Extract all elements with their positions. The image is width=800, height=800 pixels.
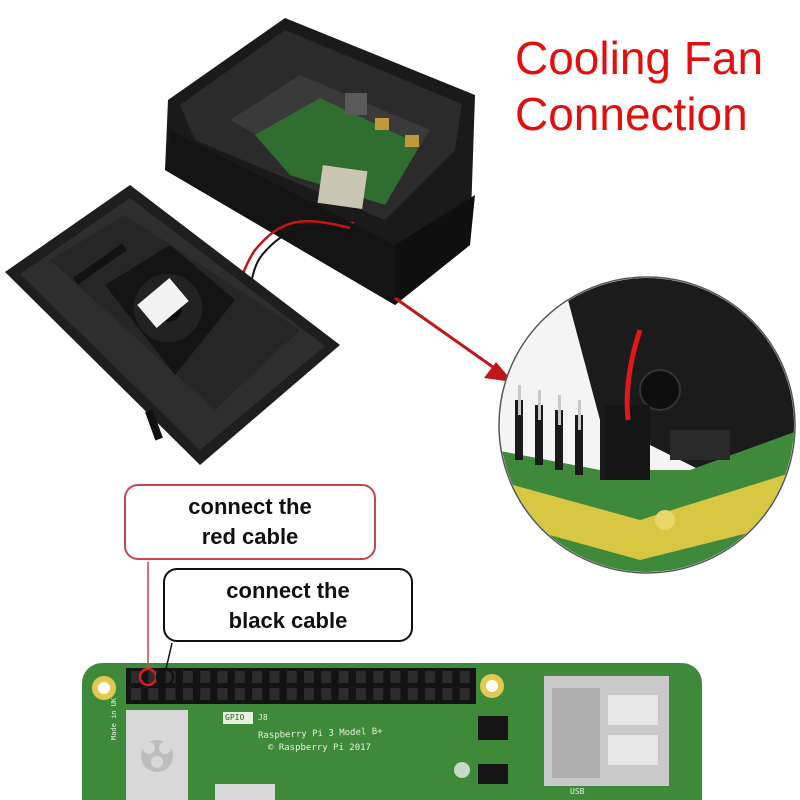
gpio-pin xyxy=(390,671,401,683)
raspberry-pi-board xyxy=(82,562,702,800)
gpio-pin xyxy=(234,688,245,700)
gpio-pin xyxy=(148,671,159,683)
gpio-pin xyxy=(321,688,332,700)
gpio-pin xyxy=(459,671,470,683)
black-pin-marker xyxy=(155,667,175,687)
gpio-pin xyxy=(459,688,470,700)
gpio-pin xyxy=(252,671,263,683)
gpio-pin xyxy=(165,688,176,700)
gpio-pin xyxy=(425,688,436,700)
red-cable-callout: connect the red cable xyxy=(124,484,376,560)
gpio-pin xyxy=(373,671,384,683)
black-callout-line-2: black cable xyxy=(228,608,348,633)
gpio-pin xyxy=(355,688,366,700)
board-copyright-label: © Raspberry Pi 2017 xyxy=(268,743,371,753)
gpio-pin xyxy=(442,688,453,700)
red-callout-line-1: connect the xyxy=(188,494,312,519)
gpio-pin xyxy=(165,671,176,683)
gpio-label: GPIO xyxy=(225,713,245,722)
gpio-pin xyxy=(338,688,349,700)
gpio-pin xyxy=(217,688,228,700)
raspberry-logo xyxy=(141,740,470,778)
page-title: Cooling Fan Connection xyxy=(515,30,763,142)
gpio-pin xyxy=(200,671,211,683)
gpio-pin xyxy=(131,688,141,700)
gpio-pin xyxy=(304,688,314,700)
gpio-pin xyxy=(425,671,436,683)
gpio-header xyxy=(126,668,476,704)
gpio-pin xyxy=(286,671,297,683)
gpio-pin xyxy=(182,688,193,700)
gpio-pin xyxy=(182,671,193,683)
gpio-pin xyxy=(200,688,211,700)
gpio-pin xyxy=(269,671,280,683)
gpio-pin xyxy=(252,688,263,700)
gpio-pin xyxy=(304,671,314,683)
zoom-detail xyxy=(498,276,796,574)
gpio-pin xyxy=(373,688,384,700)
gpio-pin xyxy=(407,671,418,683)
case-body xyxy=(165,18,475,305)
gpio-pin xyxy=(217,671,228,683)
title-line-1: Cooling Fan xyxy=(515,32,764,84)
gpio-pin xyxy=(407,688,418,700)
red-callout-line-2: red cable xyxy=(201,524,299,549)
gpio-pin xyxy=(286,688,297,700)
gpio-pin xyxy=(148,688,159,700)
gpio-pin xyxy=(234,671,245,683)
gpio-pin xyxy=(269,688,280,700)
made-in-label: Made in UK xyxy=(110,697,118,740)
usb-label: USB xyxy=(570,787,585,796)
black-callout-line-1: connect the xyxy=(226,578,350,603)
gpio-pin xyxy=(321,671,332,683)
gpio-pin xyxy=(390,688,401,700)
gpio-pin xyxy=(355,671,366,683)
gpio-pin xyxy=(338,671,349,683)
black-cable-callout: connect the black cable xyxy=(163,568,413,642)
j8-label: J8 xyxy=(258,713,268,722)
gpio-pin xyxy=(442,671,453,683)
case-lid xyxy=(5,185,340,465)
title-line-2: Connection xyxy=(515,88,748,140)
gpio-pin xyxy=(131,671,141,683)
